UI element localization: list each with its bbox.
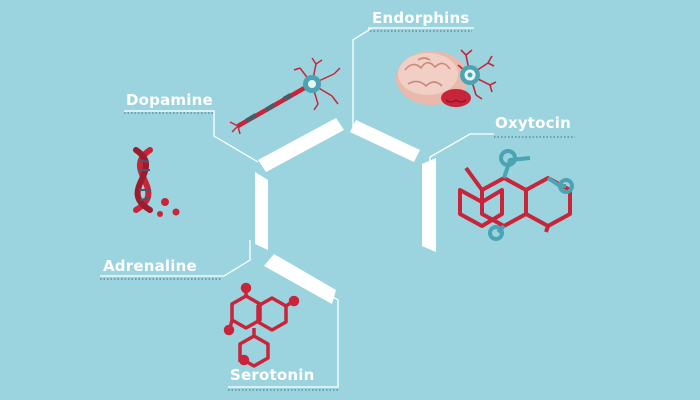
oxytocin-molecule-icon xyxy=(458,149,574,241)
hexagon-segment-left xyxy=(255,172,268,250)
hexagon-segment-top-left xyxy=(258,118,344,172)
endorphins-label: Endorphins xyxy=(372,9,470,27)
dopamine-label: Dopamine xyxy=(126,91,213,109)
oxytocin-label: Oxytocin xyxy=(495,114,571,132)
hexagon-segment-bottom xyxy=(264,254,336,304)
dopamine-connector-line xyxy=(124,110,259,163)
label-underlines xyxy=(100,30,575,391)
hexagon-segments xyxy=(255,118,436,304)
hexagon-segment-top-right xyxy=(350,120,420,162)
adrenaline-label: Adrenaline xyxy=(103,257,197,275)
neuron-icon xyxy=(229,57,341,135)
dna-helix-icon xyxy=(133,147,180,217)
hexagon-segment-right xyxy=(422,158,436,252)
serotonin-molecule-icon xyxy=(223,282,300,368)
brain-icon xyxy=(396,49,497,107)
serotonin-label: Serotonin xyxy=(230,366,315,384)
adrenaline-connector-line xyxy=(100,240,251,277)
